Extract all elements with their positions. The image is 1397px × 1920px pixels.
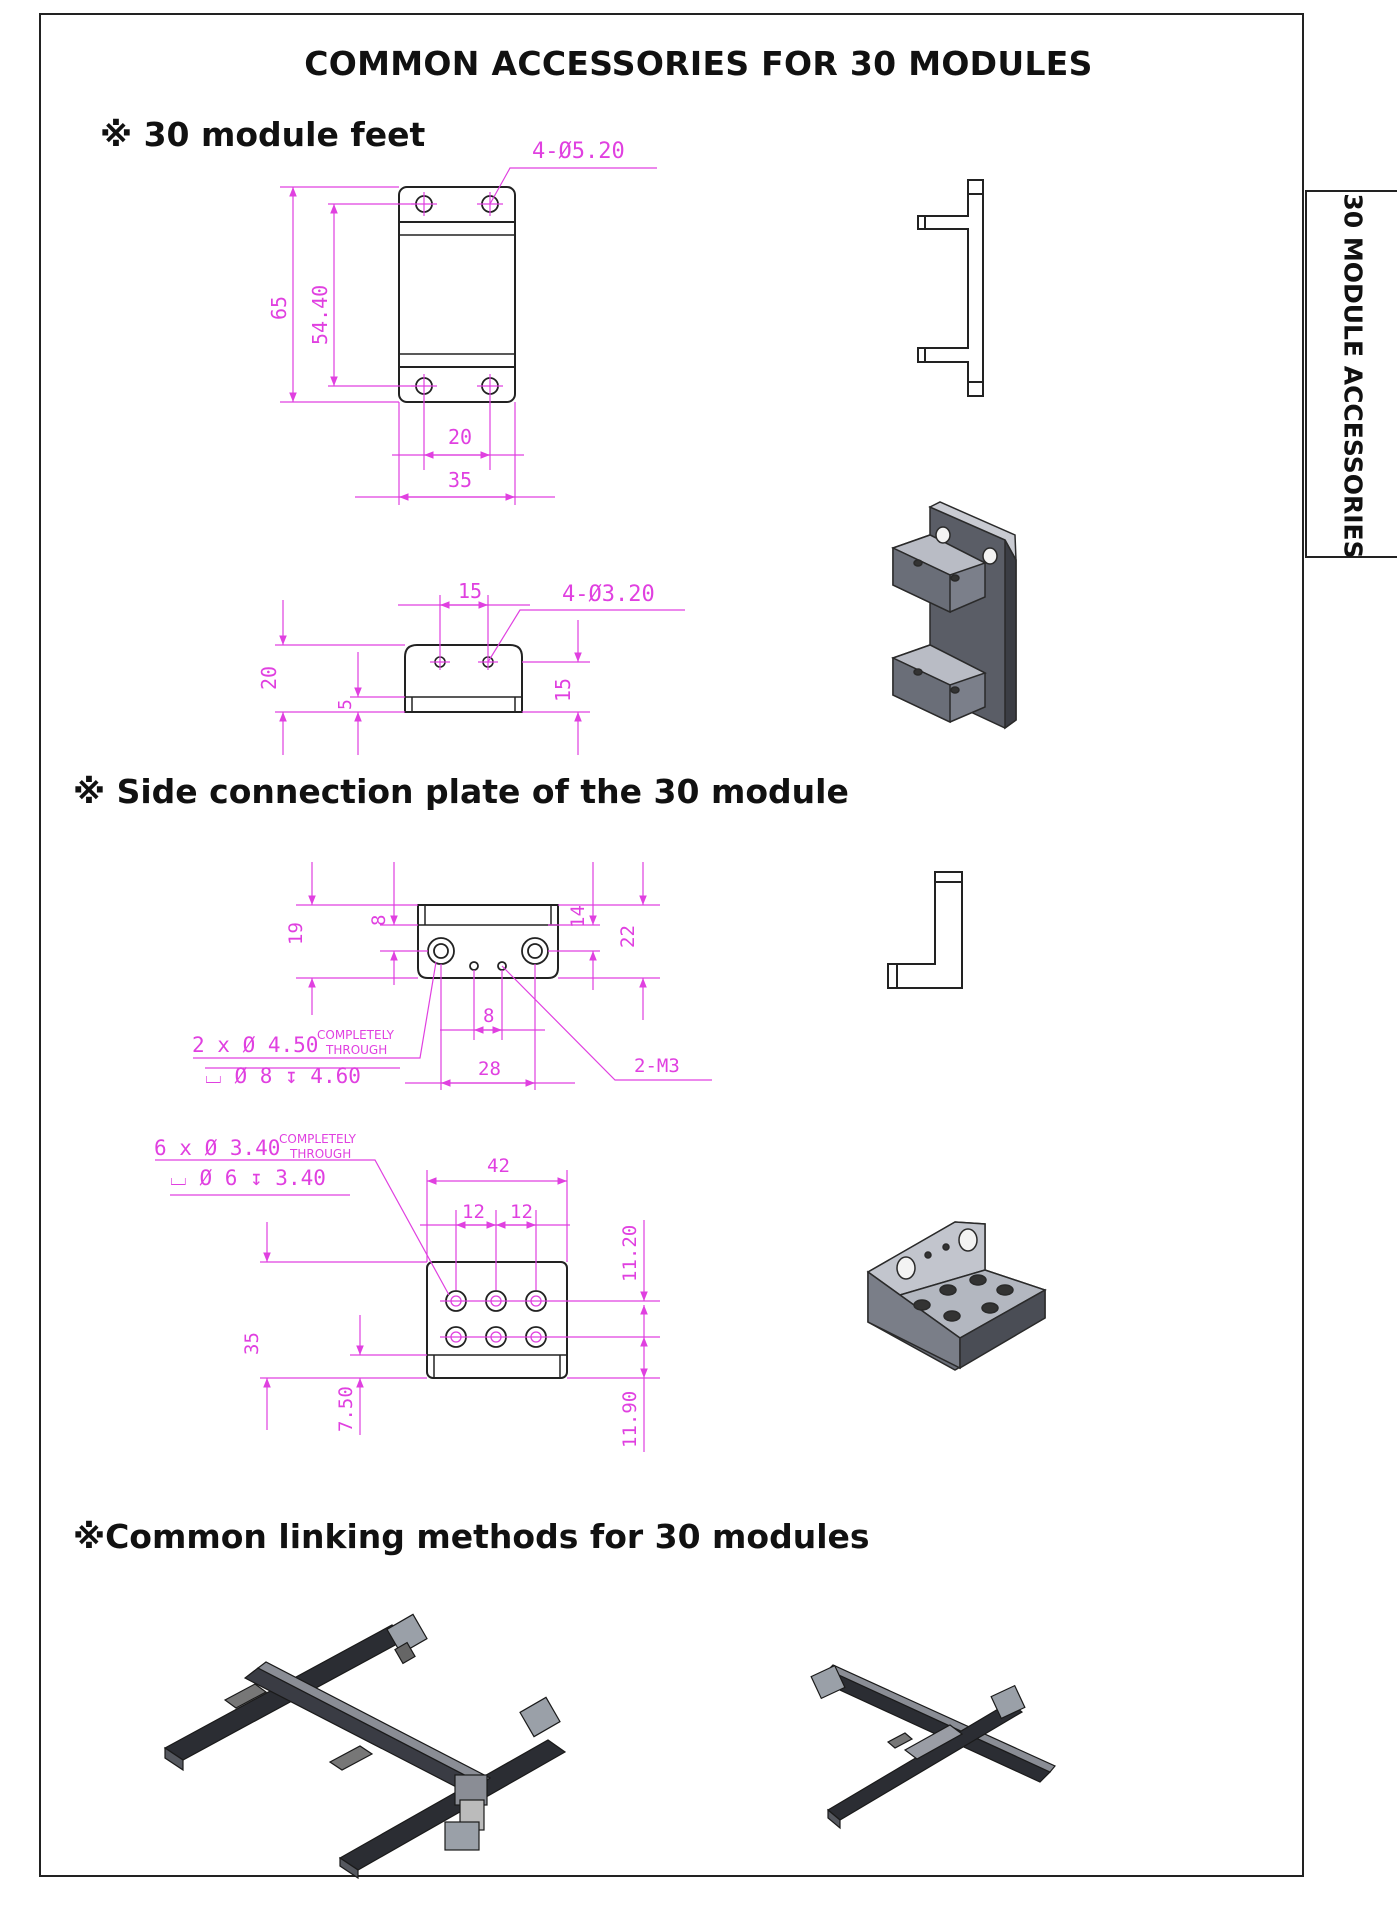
- dim-plate-14: 14: [567, 905, 589, 928]
- dim-plate-8h: 8: [483, 1005, 494, 1027]
- section-title-linking: ※Common linking methods for 30 modules: [73, 1517, 870, 1556]
- dim-plate-m3: 2-M3: [634, 1055, 680, 1077]
- dim-feet-w-inner: 20: [448, 425, 472, 449]
- linking-assembly-right: [810, 1664, 1056, 1830]
- feet-profile-view: [917, 179, 984, 397]
- dim-feet-side-w: 15: [458, 579, 482, 603]
- dim-feet-side-h: 20: [257, 666, 281, 690]
- dim-plate-hole-b: 6 x Ø 3.40: [154, 1136, 280, 1160]
- section-title-side-plate: ※ Side connection plate of the 30 module: [73, 772, 849, 811]
- dim-plate-35: 35: [241, 1332, 263, 1355]
- feet-3d-render: [891, 501, 1017, 730]
- dim-plate-1190: 11.90: [619, 1391, 641, 1448]
- dim-plate-1120: 11.20: [619, 1225, 641, 1282]
- page-title: COMMON ACCESSORIES FOR 30 MODULES: [304, 44, 1093, 83]
- dim-feet-h-inner: 54.40: [308, 285, 332, 345]
- dim-feet-side-h2: 5: [335, 699, 356, 710]
- dim-plate-cb-a: ⌴ Ø 8 ↧ 4.60: [205, 1064, 361, 1088]
- note-completely-b: COMPLETELY: [279, 1132, 357, 1146]
- dim-feet-side-holes: 4-Ø3.20: [562, 582, 655, 607]
- note-through-a: THROUGH: [325, 1043, 387, 1057]
- dim-plate-750: 7.50: [335, 1386, 357, 1432]
- plate-front-view: 42 12 12 35 7.50 11.20 11.90 6 x Ø 3.40 …: [154, 1132, 660, 1452]
- dim-feet-h-outer: 65: [267, 296, 291, 320]
- note-through-b: THROUGH: [289, 1147, 351, 1161]
- dim-plate-42: 42: [487, 1155, 510, 1177]
- dim-feet-w-outer: 35: [448, 468, 472, 492]
- dim-plate-8v: 8: [368, 915, 390, 926]
- feet-front-view: 4-Ø5.20 65 54.40 20 35: [267, 139, 657, 505]
- section-title-feet: ※ 30 module feet: [100, 115, 426, 154]
- dim-plate-hole-a: 2 x Ø 4.50: [192, 1033, 318, 1057]
- dim-plate-12a: 12: [462, 1201, 485, 1223]
- dim-feet-side-h3: 15: [551, 678, 575, 702]
- dim-plate-12b: 12: [510, 1201, 533, 1223]
- plate-top-view: 19 8 14 22 8 28 2-M3 2 x Ø 4.50 COMPLETE…: [192, 862, 712, 1090]
- dim-feet-holes: 4-Ø5.20: [532, 139, 625, 164]
- page-frame: [39, 13, 1304, 1877]
- dim-plate-28: 28: [478, 1058, 501, 1080]
- plate-profile-view: [887, 871, 963, 989]
- note-completely-a: COMPLETELY: [317, 1028, 395, 1042]
- plate-3d-render: [866, 1221, 1047, 1371]
- linking-assembly-left: [163, 1613, 567, 1880]
- dim-plate-cb-b: ⌴ Ø 6 ↧ 3.40: [170, 1166, 326, 1190]
- feet-side-view: 15 4-Ø3.20 20 5 15: [257, 579, 685, 755]
- dim-plate-19: 19: [285, 922, 307, 945]
- dim-plate-22: 22: [617, 925, 639, 948]
- side-tab: 30 MODULE ACCESSORIES: [1305, 190, 1397, 559]
